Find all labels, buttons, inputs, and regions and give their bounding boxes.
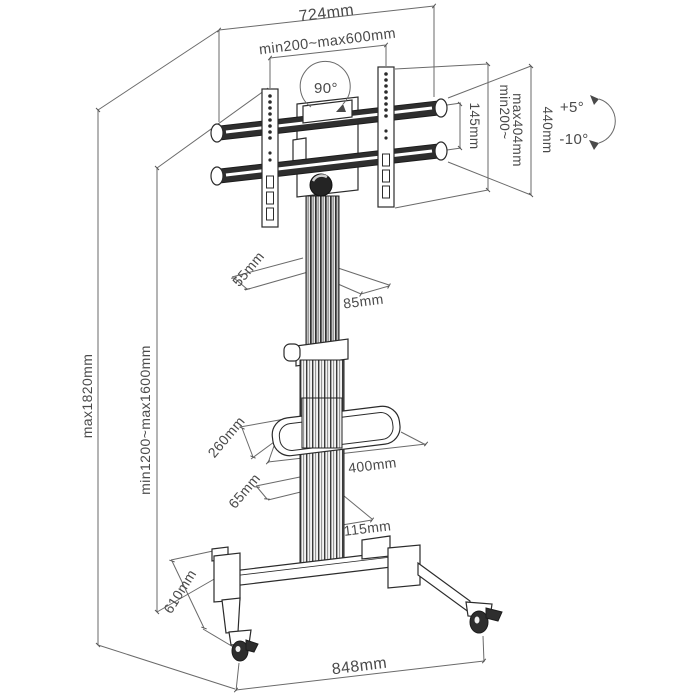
base: [211, 535, 503, 662]
label-shelf-width: 400mm: [347, 454, 397, 476]
tilt-arrow: [589, 95, 616, 150]
label-vesa-height-1: min200~: [497, 85, 512, 140]
right-brake-lever: [485, 607, 503, 622]
right-caster: [465, 601, 503, 634]
vesa-strip-right: [377, 66, 395, 208]
tv-bracket: [210, 66, 448, 228]
left-caster: [228, 629, 259, 662]
right-leg: [387, 544, 421, 589]
left-leg: [213, 552, 241, 603]
label-overall-height: max1820mm: [79, 354, 95, 439]
label-screen-height: min1200~max1600mm: [137, 345, 153, 495]
label-lower-column-width: 65mm: [225, 470, 263, 511]
label-rail-gap: 145mm: [467, 102, 482, 149]
label-bracket-height: 440mm: [540, 106, 555, 153]
label-lower-column-depth: 115mm: [343, 517, 392, 539]
tilt-pivot: [309, 173, 333, 197]
handle-knob: [283, 343, 301, 362]
label-base-width: 848mm: [331, 655, 388, 679]
label-swivel-angle: 90°: [314, 80, 338, 97]
swivel-arrow: [299, 60, 351, 112]
label-vesa-width: min200~max600mm: [258, 26, 397, 59]
column-through-shelf: [301, 397, 343, 449]
label-upper-column-depth: 85mm: [342, 291, 384, 312]
label-top-width: 724mm: [298, 2, 355, 26]
label-tilt-down: -10°: [559, 131, 588, 148]
column-collar: [283, 338, 349, 367]
outer-column: [299, 359, 345, 567]
label-shelf-depth: 260mm: [204, 413, 248, 461]
rail-clamp: [302, 99, 353, 124]
label-vesa-height-2: max404mm: [510, 93, 525, 167]
vesa-strip-left: [261, 88, 279, 228]
label-tilt-up: +5°: [560, 99, 584, 116]
inner-column: [305, 195, 340, 347]
left-brake-lever: [245, 639, 259, 653]
